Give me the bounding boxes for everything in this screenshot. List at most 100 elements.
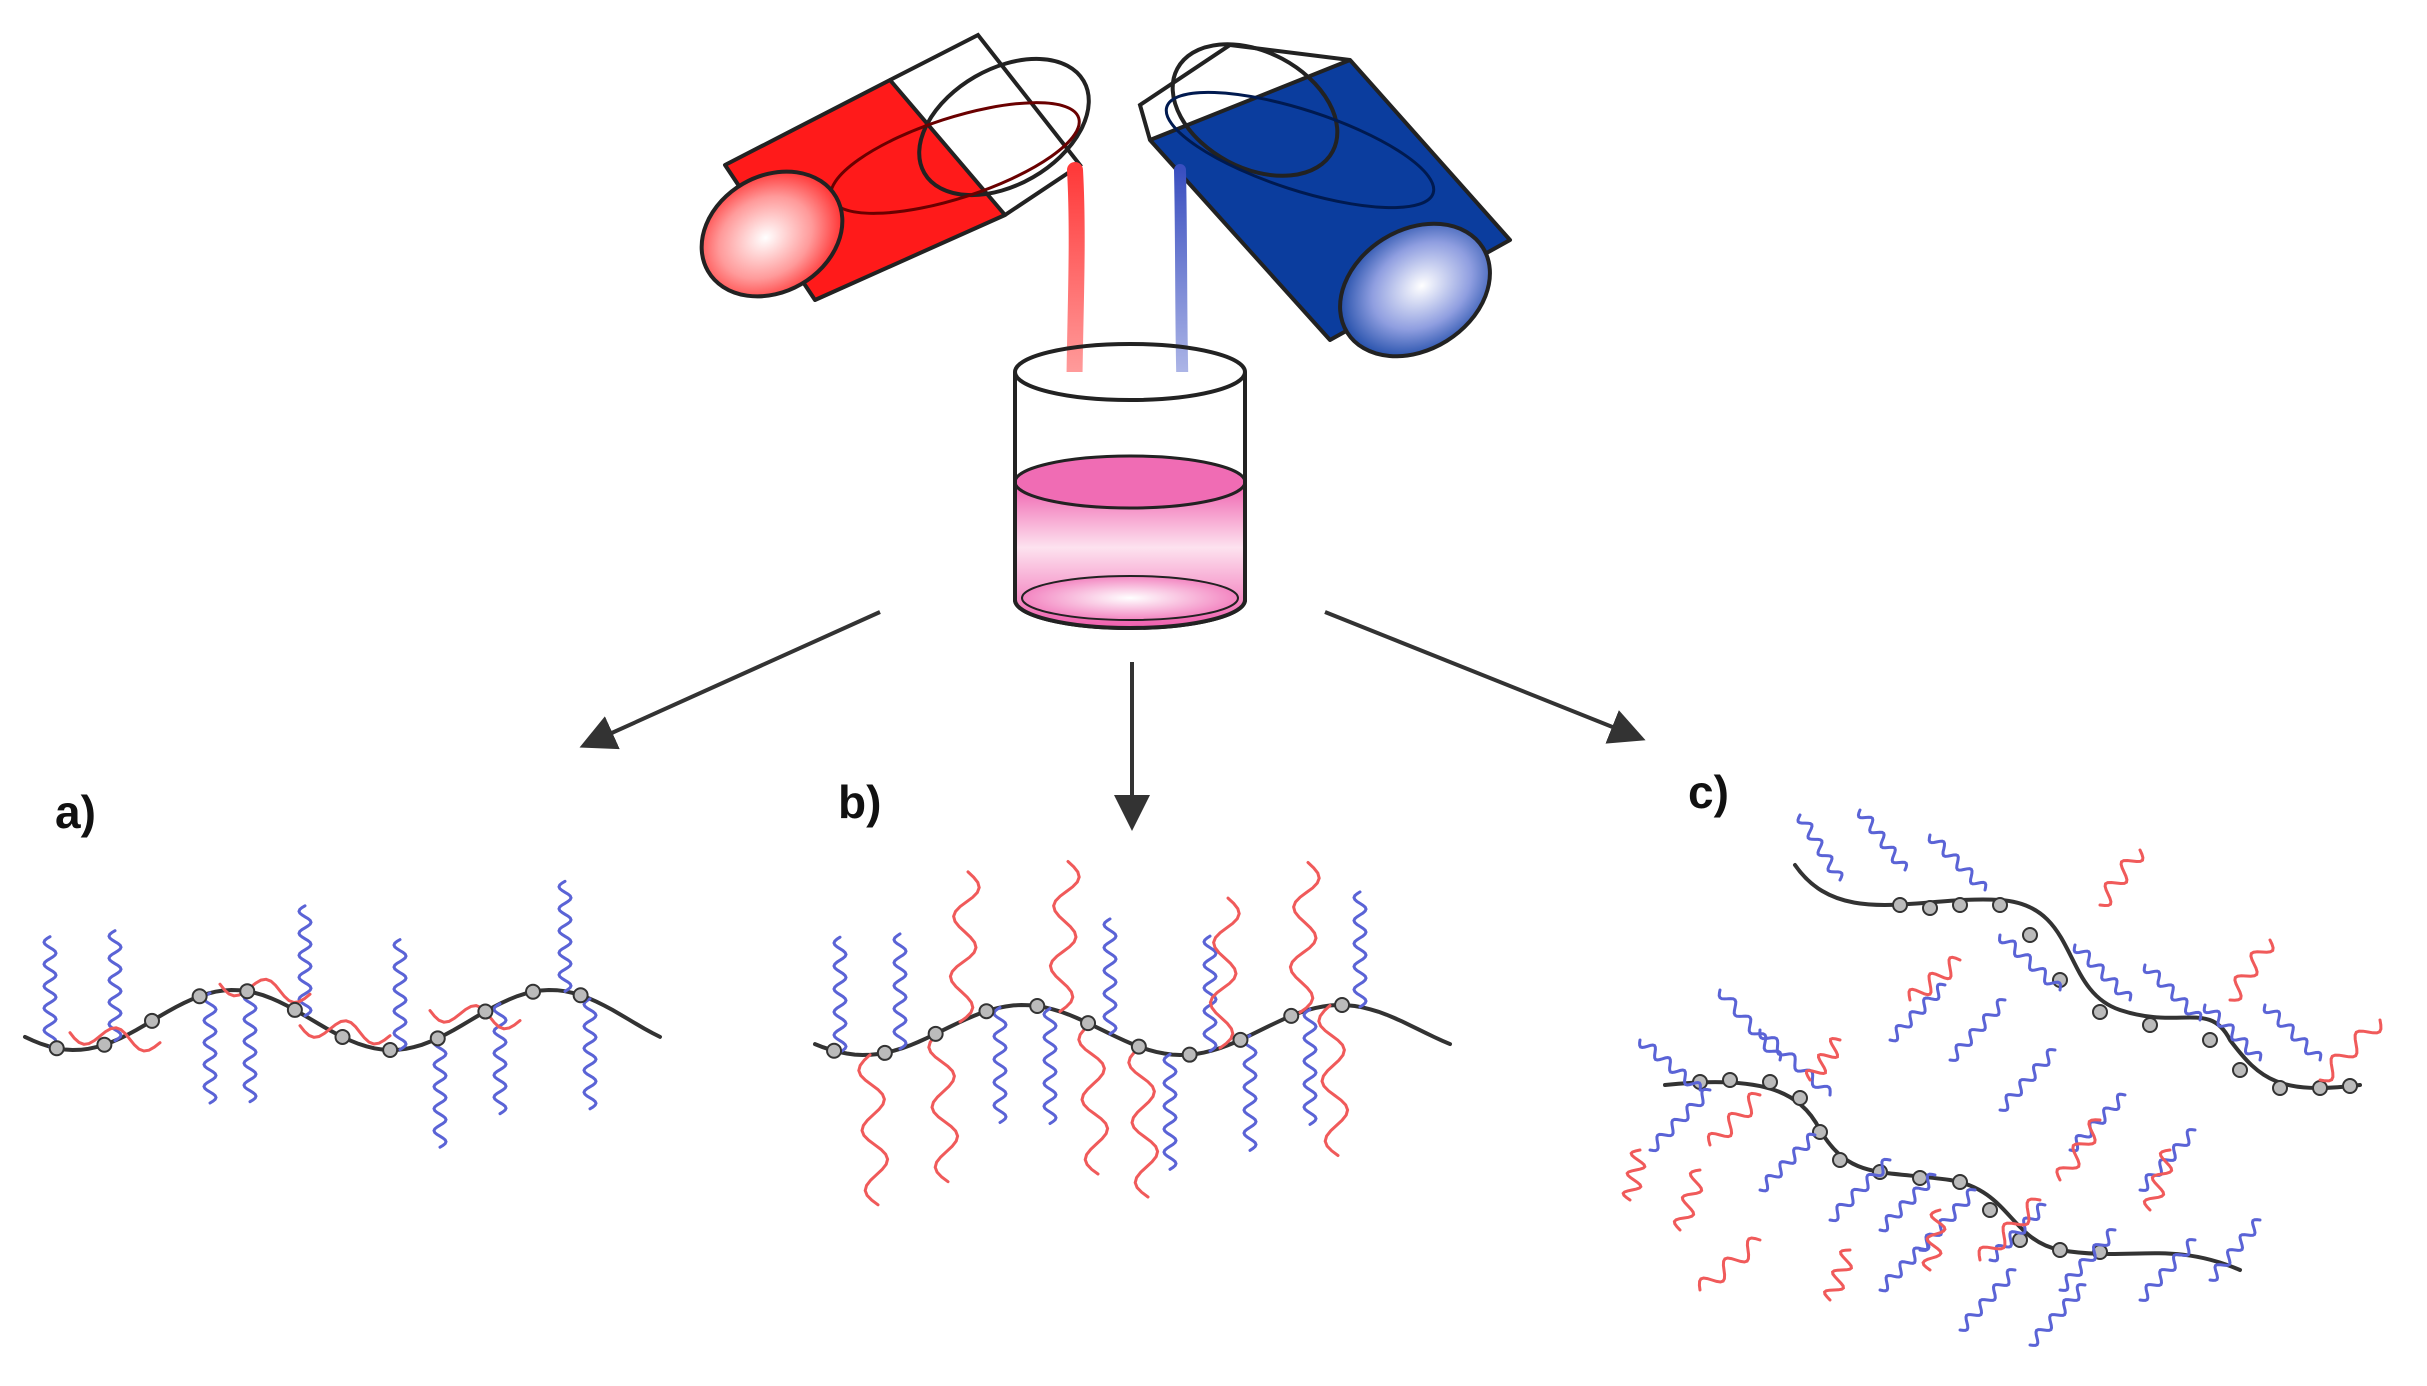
blue-polymer-chain <box>392 938 408 1052</box>
panel-b-label: b) <box>838 776 882 828</box>
adsorbed-segment <box>1982 1202 1998 1218</box>
polymer-backbone <box>1793 863 2362 1090</box>
adsorbed-segment <box>239 983 256 1000</box>
adsorbed-segment <box>1812 1124 1828 1140</box>
adsorbed-segment <box>1912 1170 1928 1186</box>
panel-a-label: a) <box>55 786 96 838</box>
adsorbed-segment <box>1952 897 1968 913</box>
adsorbed-segment <box>2052 1242 2068 1258</box>
adsorbed-segment <box>1130 1038 1147 1055</box>
red-polymer-chain <box>927 1030 960 1184</box>
adsorbed-segment <box>1283 1007 1300 1024</box>
blue-polymer-chain <box>832 935 848 1054</box>
blue-polymer-chain <box>1162 1052 1178 1171</box>
adsorbed-segment <box>826 1042 843 1059</box>
blue-polymer-chain <box>1998 933 2062 992</box>
red-polymer-chain <box>2098 848 2145 908</box>
mixed-beaker-icon <box>1013 342 1247 630</box>
blue-polymer-chain <box>2058 1228 2117 1292</box>
adsorbed-segment <box>1722 1072 1738 1088</box>
adsorbed-segment <box>382 1041 399 1058</box>
blue-polymer-chain <box>492 1002 508 1116</box>
blue-polymer-chain <box>1242 1033 1258 1152</box>
blue-beaker-icon <box>1137 42 1512 456</box>
adsorbed-segment <box>477 1003 494 1020</box>
blue-polymer-chain <box>2202 1003 2263 1062</box>
red-polymer-chain <box>1822 1248 1854 1302</box>
blue-polymer-chain <box>1958 1268 2017 1332</box>
red-polymer-chain <box>428 1004 522 1031</box>
blue-polymer-chain <box>1828 1157 1892 1223</box>
adsorbed-segment <box>429 1030 446 1047</box>
adsorbed-segment <box>2312 1080 2328 1096</box>
adsorbed-segment <box>572 987 589 1004</box>
red-polymer-chain <box>1921 1208 1947 1272</box>
red-polymer-chain <box>68 1026 162 1053</box>
blue-polymer-chain <box>892 932 908 1051</box>
adsorbed-segment <box>1762 1074 1778 1090</box>
adsorbed-segment <box>2012 1232 2028 1248</box>
blue-polymer-chain <box>1948 998 2007 1062</box>
blue-polymer-chain <box>992 1006 1008 1124</box>
blue-polymer-chain <box>1042 1007 1058 1125</box>
blue-polymer-chain <box>2208 1218 2262 1282</box>
adsorbed-segment <box>1892 897 1908 913</box>
red-polymer-chain <box>1127 1045 1160 1199</box>
blue-polymer-chain <box>242 990 258 1104</box>
panel-c-structure <box>1621 808 2383 1347</box>
blue-polymer-chain <box>1888 982 1947 1043</box>
adsorbed-segment <box>1232 1031 1249 1048</box>
blue-polymer-chain <box>2138 1128 2197 1192</box>
adsorbed-segment <box>1334 997 1351 1014</box>
blue-polymer-chain <box>1856 808 1909 872</box>
blue-polymer-chain <box>42 935 58 1049</box>
red-polymer-chain <box>2055 1118 2102 1182</box>
adsorbed-segment <box>96 1036 113 1053</box>
red-polymer-chain <box>298 1019 392 1046</box>
red-polymer-chain <box>1288 861 1321 1014</box>
red-polymer-chain <box>2228 938 2275 1002</box>
adsorbed-segment <box>1080 1015 1097 1032</box>
blue-polymer-chain <box>1878 1232 1937 1293</box>
adsorbed-segment <box>2342 1078 2358 1094</box>
polymer-backbone <box>1663 1080 2242 1272</box>
blue-polymer-chain <box>582 997 598 1111</box>
blue-polymer-chain <box>2142 963 2203 1022</box>
adsorbed-segment <box>876 1044 893 1061</box>
blue-polymer-chain <box>2072 943 2133 1002</box>
red-polymer-chain <box>1048 860 1081 1013</box>
panel-c-label: c) <box>1688 766 1729 818</box>
red-polymer-chain <box>857 1053 890 1207</box>
red-polymer-chain <box>1706 1091 1762 1147</box>
blue-polymer-chain <box>1638 1038 1702 1092</box>
red-polymer-chain <box>1907 955 1962 1002</box>
blue-polymer-chain <box>2028 1283 2087 1347</box>
red-polymer-chain <box>1804 1036 1842 1082</box>
blue-polymer-chain <box>1648 1087 1712 1153</box>
adsorbed-segment <box>1792 1090 1808 1106</box>
adsorbed-segment <box>2092 1004 2108 1020</box>
red-polymer-chain <box>1621 1148 1647 1202</box>
adsorbed-segment <box>2022 927 2038 943</box>
adsorbed-segment <box>144 1012 160 1029</box>
red-polymer-chain <box>1077 1022 1110 1176</box>
blue-polymer-chain <box>1758 1028 1832 1097</box>
arrow-icon <box>579 610 1646 831</box>
red-polymer-chain <box>2318 1018 2383 1083</box>
adsorbed-segment <box>1922 900 1938 916</box>
red-polymer-chain <box>1672 1168 1704 1232</box>
blue-polymer-chain <box>557 879 573 993</box>
blue-polymer-chain <box>297 904 313 1018</box>
adsorbed-segment <box>1952 1174 1968 1190</box>
blue-polymer-chain <box>1352 890 1368 1009</box>
adsorbed-segment <box>927 1025 944 1042</box>
adsorbed-segment <box>191 988 208 1005</box>
blue-polymer-chain <box>1927 833 1988 892</box>
red-polymer-chain <box>2142 1148 2174 1212</box>
blue-polymer-chain <box>2262 1003 2323 1062</box>
adsorbed-segment <box>2202 1032 2218 1048</box>
panel-a-structure <box>23 879 662 1149</box>
blue-polymer-chain <box>107 929 123 1043</box>
